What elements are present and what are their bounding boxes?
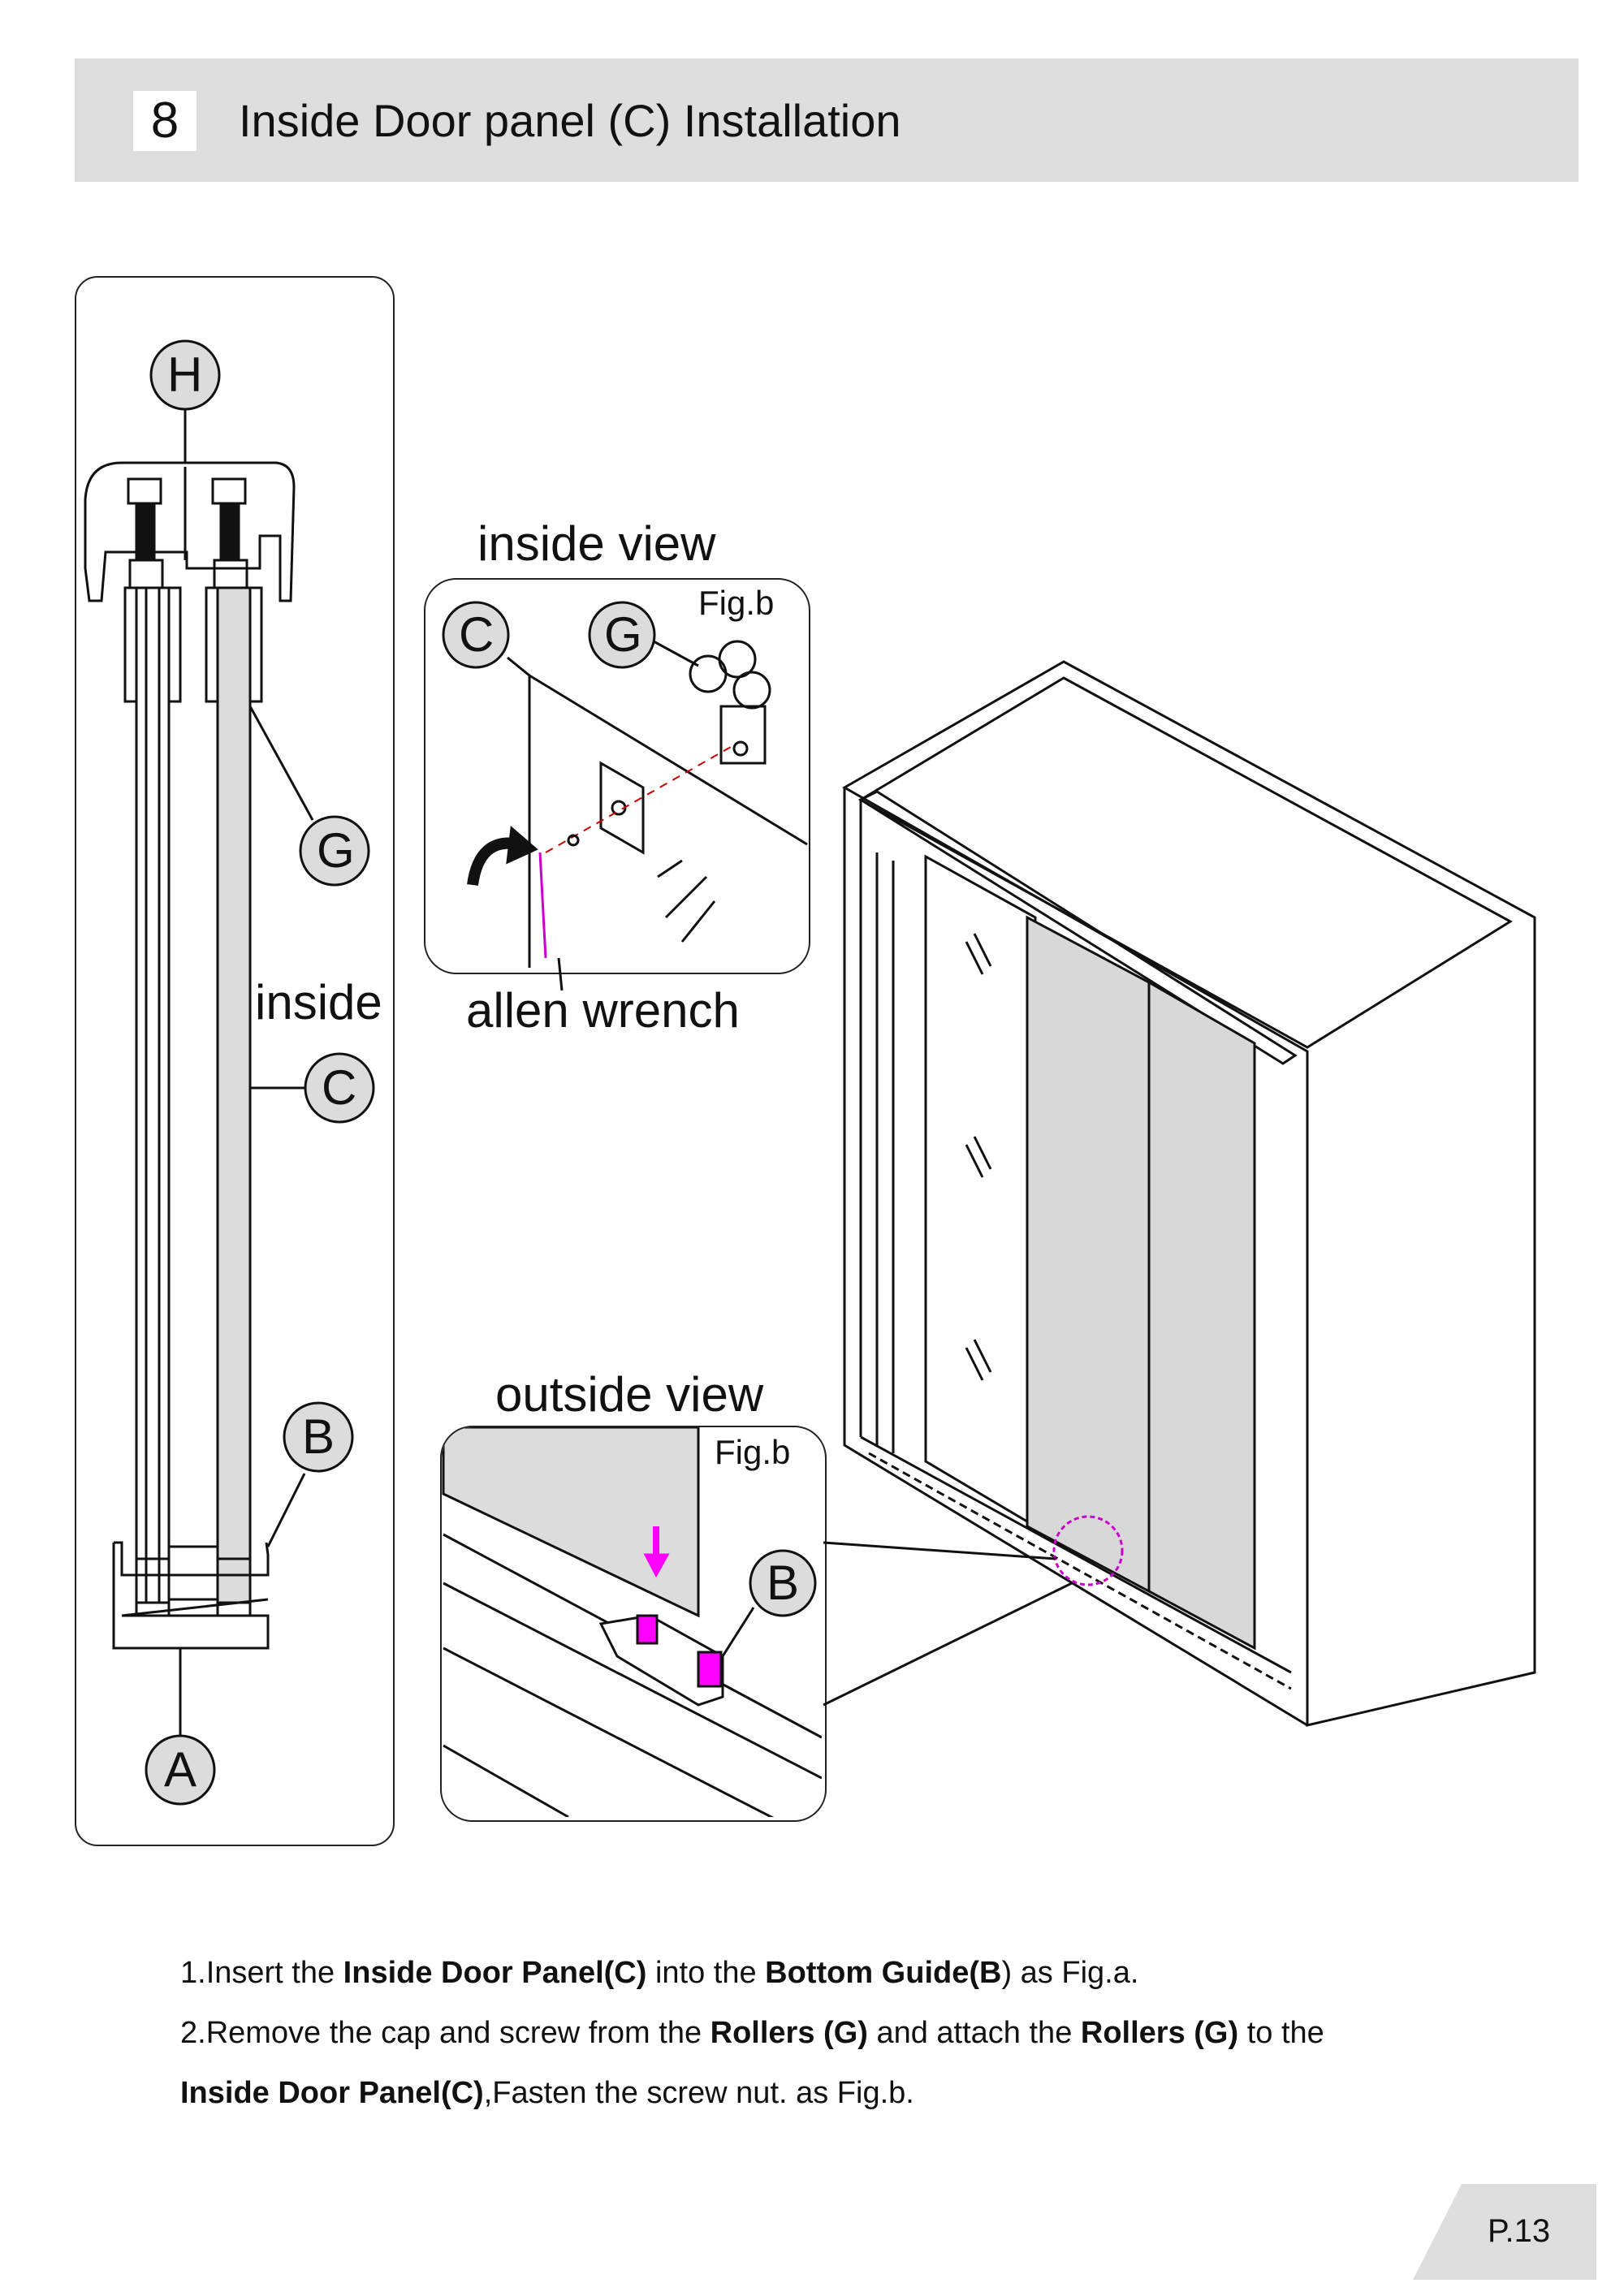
label-g-left: G: [317, 823, 355, 878]
label-h: H: [167, 347, 203, 402]
instruction-line-3: Inside Door Panel(C),Fasten the screw nu…: [180, 2075, 914, 2113]
fig-b-label-bottom: Fig.b: [715, 1433, 791, 1471]
instruction-text: ,Fasten the screw nut. as Fig.b.: [483, 2076, 914, 2110]
label-b-left: B: [302, 1409, 335, 1464]
instruction-text: ) as Fig.a.: [1001, 1956, 1139, 1990]
instruction-text: 2.Remove the cap and screw from the: [180, 2016, 710, 2050]
step-header: 8 Inside Door panel (C) Installation: [75, 58, 1579, 182]
fig-b-label-top: Fig.b: [698, 584, 775, 622]
instruction-bold: Rollers (G): [710, 2016, 868, 2050]
instruction-line-1: 1.Insert the Inside Door Panel(C) into t…: [180, 1955, 1138, 1992]
instruction-text: into the: [646, 1956, 766, 1990]
instruction-bold: Inside Door Panel(C): [180, 2076, 484, 2110]
label-b-outside: B: [767, 1556, 800, 1610]
outside-view-title: outside view: [495, 1367, 764, 1422]
label-inside: inside: [255, 975, 382, 1029]
label-c-top: C: [459, 607, 495, 662]
label-g-top: G: [604, 607, 642, 662]
instruction-text: and attach the: [867, 2016, 1081, 2050]
page-tab: [1413, 2184, 1596, 2280]
label-c-left: C: [322, 1060, 357, 1115]
page-number: P.13: [1488, 2213, 1551, 2249]
instruction-line-2: 2.Remove the cap and screw from the Roll…: [180, 2015, 1324, 2052]
instruction-bold: Bottom Guide(B: [765, 1956, 1002, 1990]
allen-wrench-label: allen wrench: [466, 983, 740, 1038]
instruction-bold: Inside Door Panel(C): [343, 1956, 647, 1990]
inside-view-title: inside view: [477, 516, 716, 571]
instruction-text: 1.Insert the: [180, 1956, 343, 1990]
step-title: Inside Door panel (C) Installation: [239, 95, 901, 146]
label-a: A: [164, 1742, 197, 1797]
instruction-bold: Rollers (G): [1080, 2016, 1239, 2050]
step-number: 8: [133, 91, 197, 151]
instruction-text: to the: [1238, 2016, 1324, 2050]
